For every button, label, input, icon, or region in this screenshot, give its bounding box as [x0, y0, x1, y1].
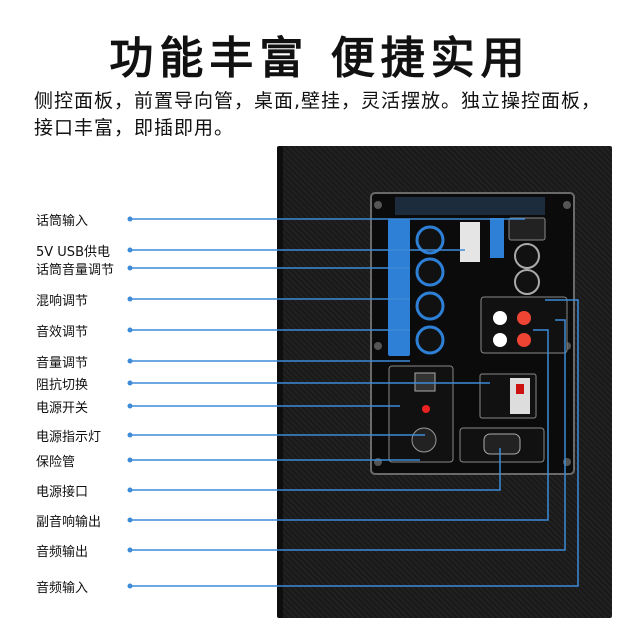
label-usb-power: 5V USB供电 [36, 245, 110, 260]
headline: 功能丰富 便捷实用 [109, 33, 531, 84]
label-sub-speaker-output: 副音响输出 [36, 515, 102, 530]
label-power-switch: 电源开关 [36, 401, 89, 416]
label-mic-input: 话筒输入 [36, 214, 89, 229]
label-reverb: 混响调节 [36, 294, 89, 309]
label-sound-effect: 音效调节 [36, 325, 89, 340]
label-impedance-switch: 阻抗切换 [36, 378, 89, 393]
label-mic-volume: 话筒音量调节 [36, 263, 115, 278]
knob-group [415, 225, 445, 355]
label-power-indicator: 电源指示灯 [36, 430, 102, 445]
label-volume: 音量调节 [36, 356, 89, 371]
subtext: 侧控面板，前置导向管，桌面,壁挂，灵活摆放。独立操控面板，接口丰富，即插即用。 [34, 90, 602, 139]
label-fuse: 保险管 [36, 455, 76, 470]
label-audio-input: 音频输入 [36, 581, 89, 596]
label-power-inlet: 电源接口 [36, 485, 89, 500]
label-audio-output: 音频输出 [36, 545, 89, 560]
